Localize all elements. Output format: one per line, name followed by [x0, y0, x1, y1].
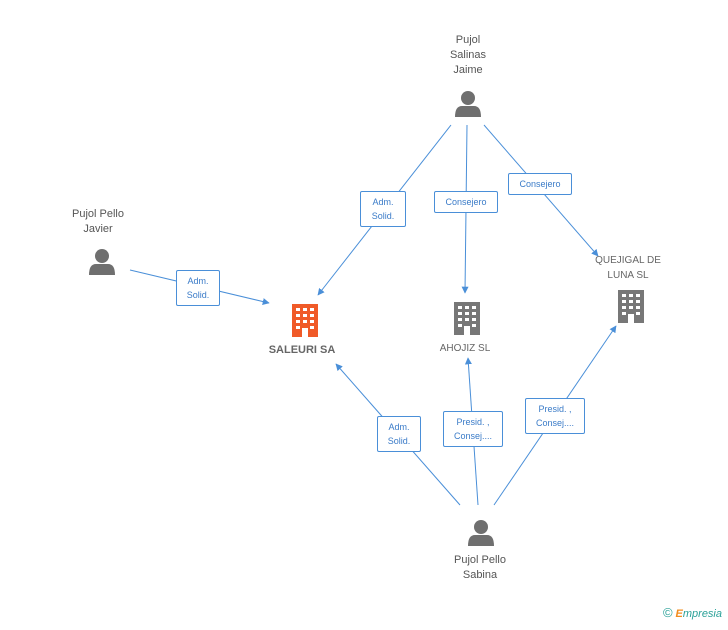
edge-label-line: Consejero [519, 179, 561, 189]
edge-label-line: Solid. [371, 211, 395, 221]
edge-label-line: Solid. [387, 436, 411, 446]
building-icon-saleuri[interactable] [292, 304, 318, 337]
brand-name: mpresia [682, 608, 722, 620]
edge-label-line: Consejero [445, 197, 487, 207]
edge-label-line: Consej.... [453, 431, 493, 441]
person-label-line: Jaime [453, 64, 483, 76]
edge-label-sabina-ahojiz[interactable]: Presid. , Consej.... [443, 411, 503, 447]
edge-label-line: Presid. , [538, 404, 572, 414]
edge-label-line: Solid. [186, 290, 210, 300]
edge-label-line: Adm. [388, 422, 410, 432]
company-label-line: QUEJIGAL DE [595, 255, 661, 266]
edge-label-line: Consej.... [535, 418, 575, 428]
building-icon-quejigal[interactable] [618, 290, 644, 323]
person-label-line: Pujol Pello [454, 554, 506, 566]
person-icon-sabina[interactable] [468, 520, 494, 546]
person-label-javier[interactable]: Pujol Pello Javier [48, 207, 148, 237]
company-label-line: LUNA SL [607, 270, 649, 281]
company-label-quejigal[interactable]: QUEJIGAL DE LUNA SL [578, 253, 678, 283]
person-label-line: Javier [83, 223, 113, 235]
empresia-logo[interactable]: ©Empresia [663, 605, 722, 620]
person-label-line: Sabina [462, 569, 498, 581]
edge-label-jaime-ahojiz[interactable]: Consejero [434, 191, 498, 213]
edge-label-jaime-quejigal[interactable]: Consejero [508, 173, 572, 195]
building-icon-ahojiz[interactable] [454, 302, 480, 335]
copyright-icon: © [662, 605, 673, 620]
company-label-saleuri[interactable]: SALEURI SA [252, 343, 352, 358]
person-icon-javier[interactable] [89, 249, 115, 275]
edge-label-sabina-quejigal[interactable]: Presid. , Consej.... [525, 398, 585, 434]
person-label-line: Salinas [449, 49, 487, 61]
person-label-sabina[interactable]: Pujol Pello Sabina [430, 553, 530, 583]
person-label-line: Pujol Pello [72, 208, 124, 220]
edge-label-sabina-saleuri[interactable]: Adm. Solid. [377, 416, 421, 452]
person-label-jaime[interactable]: Pujol Salinas Jaime [418, 33, 518, 78]
brand-initial: E [675, 608, 683, 620]
person-label-line: Pujol [455, 34, 481, 46]
edge-label-line: Adm. [372, 197, 394, 207]
edge-label-jaime-saleuri[interactable]: Adm. Solid. [360, 191, 406, 227]
edge-label-javier-saleuri[interactable]: Adm. Solid. [176, 270, 220, 306]
edge-label-line: Adm. [187, 276, 209, 286]
company-label-line: SALEURI SA [268, 344, 336, 356]
company-label-line: AHOJIZ SL [439, 343, 491, 354]
edge-label-line: Presid. , [456, 417, 490, 427]
person-icon-jaime[interactable] [455, 91, 481, 117]
company-label-ahojiz[interactable]: AHOJIZ SL [415, 341, 515, 356]
